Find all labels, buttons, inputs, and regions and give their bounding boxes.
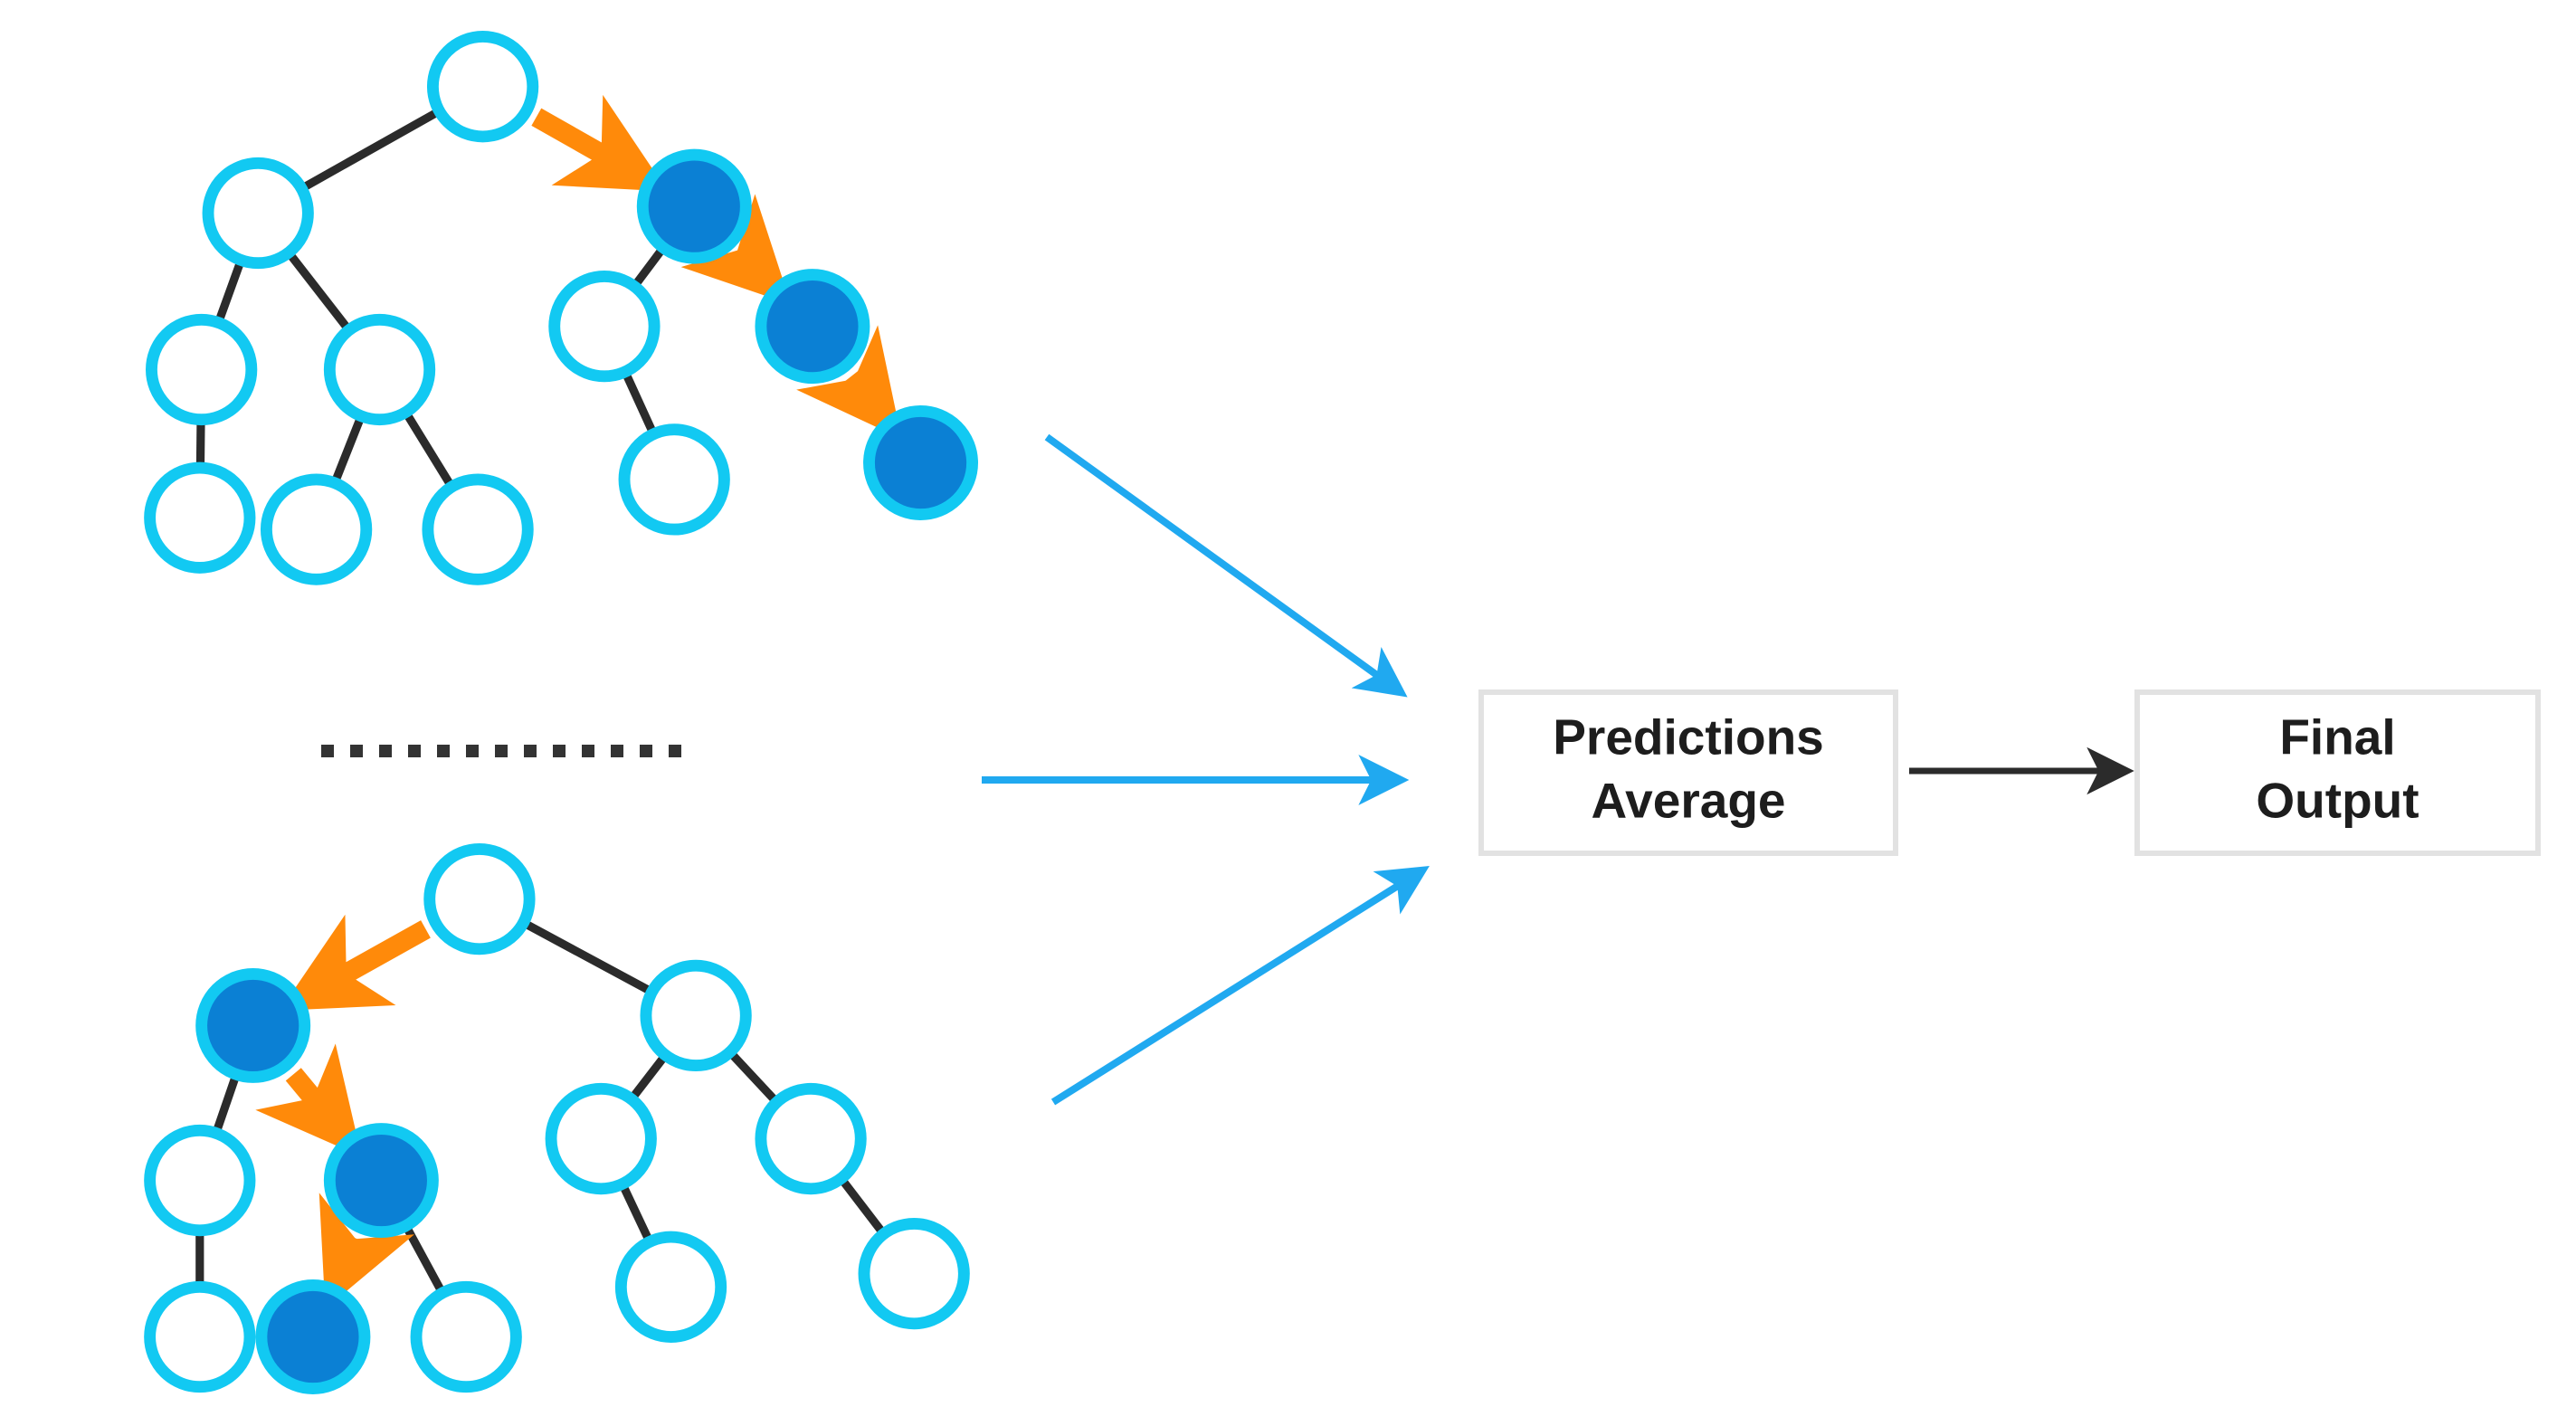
ellipsis-dots xyxy=(321,745,681,757)
tree-edge xyxy=(214,259,245,324)
tree-node-selected xyxy=(863,405,979,521)
tree-node xyxy=(640,959,752,1072)
decision-path-edge xyxy=(255,1043,362,1157)
ellipsis-dot xyxy=(524,745,537,757)
tree-node-selected xyxy=(323,1123,439,1239)
decision-tree-n-edges xyxy=(195,914,887,1309)
tree-node-selected xyxy=(255,1279,371,1395)
tree-edge xyxy=(838,1176,887,1236)
tree-edge xyxy=(402,410,455,489)
decision-path-edge xyxy=(318,1193,414,1309)
tree-node xyxy=(410,1280,522,1393)
final-output-box-rect[interactable] xyxy=(2134,689,2541,856)
ellipsis-dot xyxy=(582,745,594,757)
tree-edge xyxy=(402,1224,446,1295)
final-output-box-label-line-1: Final xyxy=(2279,709,2395,765)
final-output-box-label-line-2: Output xyxy=(2256,773,2419,829)
tree-node xyxy=(614,1231,727,1343)
tree-edge xyxy=(619,1183,653,1243)
decision-path-edge xyxy=(796,325,902,439)
tree-node-selected xyxy=(636,148,752,264)
tree-node-selected xyxy=(755,269,870,385)
ellipsis-dot xyxy=(611,745,623,757)
tree-node xyxy=(426,31,539,143)
decision-trees-layer xyxy=(144,31,979,1395)
tree-node xyxy=(755,1082,867,1195)
predictions-average-box-rect[interactable] xyxy=(1478,689,1898,856)
predictions-average-box-label-line-1: Predictions xyxy=(1553,709,1824,765)
ellipsis-dot xyxy=(321,745,334,757)
decision-tree-1-edges xyxy=(195,94,902,489)
tree-edge xyxy=(522,919,653,995)
tree-edge xyxy=(622,370,658,435)
tree-node xyxy=(144,1280,256,1393)
ellipsis-dot xyxy=(466,745,479,757)
ellipsis-dot xyxy=(640,745,652,757)
tree-node xyxy=(146,313,258,426)
tree-node xyxy=(422,473,534,585)
predictions-average-box-label-line-2: Average xyxy=(1591,773,1785,829)
tree-node xyxy=(144,461,256,574)
decision-path-edge xyxy=(680,194,792,305)
decision-tree-n xyxy=(144,842,970,1395)
decision-path-edge xyxy=(280,914,431,1011)
tree-edge xyxy=(195,420,205,468)
tree-node-selected xyxy=(195,967,311,1083)
tree-node xyxy=(548,271,661,383)
tree-node xyxy=(144,1124,256,1237)
tree-node xyxy=(323,313,436,426)
tree-edge xyxy=(330,414,366,484)
tree-edge xyxy=(212,1073,241,1134)
tree-edge xyxy=(628,1053,669,1101)
ellipsis-dot xyxy=(437,745,450,757)
tree-edge xyxy=(285,251,352,332)
tree-node xyxy=(545,1082,657,1195)
ellipsis-dot xyxy=(350,745,363,757)
ellipsis-dot xyxy=(553,745,566,757)
ellipsis-dot xyxy=(669,745,681,757)
tree-node xyxy=(423,842,536,955)
aggregation-arrows-layer xyxy=(982,433,1430,1106)
tree-edge xyxy=(631,245,667,289)
ellipsis-dot xyxy=(408,745,421,757)
tree-node xyxy=(260,473,373,585)
tree-node xyxy=(618,423,730,536)
tree-node xyxy=(202,157,314,270)
decision-tree-1 xyxy=(144,31,979,585)
ellipsis-dot xyxy=(495,745,508,757)
ellipsis-dot xyxy=(379,745,392,757)
arrow-tree1-to-avg xyxy=(1044,433,1408,698)
tree-edge xyxy=(727,1050,780,1105)
tree-edge xyxy=(299,108,441,192)
decision-path-edge xyxy=(531,94,668,192)
arrow-treen-to-avg xyxy=(1050,866,1430,1106)
tree-node xyxy=(858,1217,970,1330)
